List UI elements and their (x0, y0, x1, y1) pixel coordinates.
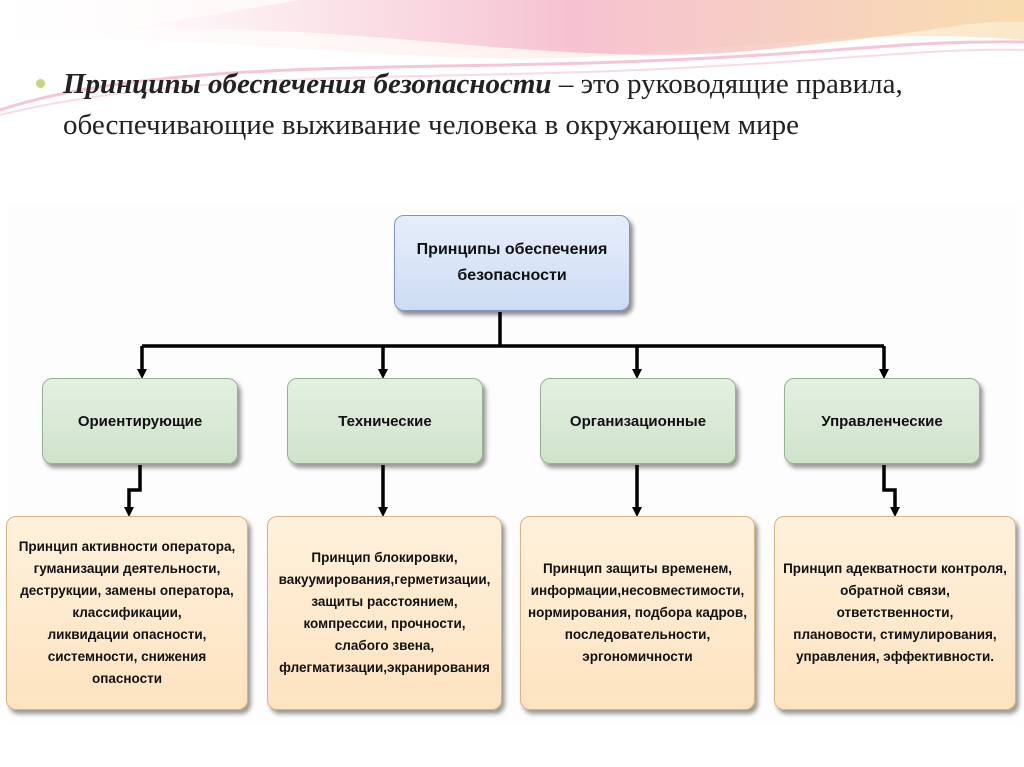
category-label: Управленческие (821, 412, 943, 430)
root-node-label: Принципы обеспечения безопасности (416, 241, 608, 284)
intro-term: Принципы обеспечения безопасности (63, 68, 552, 100)
category-organizational: Организационные (540, 378, 736, 464)
category-technical: Технические (287, 378, 483, 464)
category-label: Технические (338, 412, 432, 430)
decorative-header-waves (0, 0, 1024, 116)
category-managerial: Управленческие (784, 378, 980, 464)
category-label: Организационные (569, 412, 707, 430)
description-text: Принцип блокировки, вакуумирования,герме… (278, 550, 491, 675)
bullet-icon (36, 79, 45, 88)
description-text: Принцип защиты временем, информации,несо… (528, 561, 747, 664)
description-orienting: Принцип активности оператора, гуманизаци… (6, 516, 248, 710)
category-label: Ориентирующие (77, 412, 203, 430)
connector-orienting-desc (124, 465, 142, 517)
description-text: Принцип адекватности контроля, обратной … (783, 561, 1007, 664)
description-organizational: Принцип защиты временем, информации,несо… (520, 516, 755, 710)
slide-intro-text: Принципы обеспечения безопасности – это … (63, 64, 963, 146)
intro-definition: – это руководящие правила, обеспечивающи… (63, 68, 903, 141)
root-node: Принципы обеспечения безопасности (394, 215, 630, 311)
category-orienting: Ориентирующие (42, 378, 238, 464)
connector-managerial-desc (882, 465, 900, 517)
description-technical: Принцип блокировки, вакуумирования,герме… (267, 516, 502, 710)
description-managerial: Принцип адекватности контроля, обратной … (774, 516, 1016, 710)
description-text: Принцип активности оператора, гуманизаци… (18, 539, 236, 686)
